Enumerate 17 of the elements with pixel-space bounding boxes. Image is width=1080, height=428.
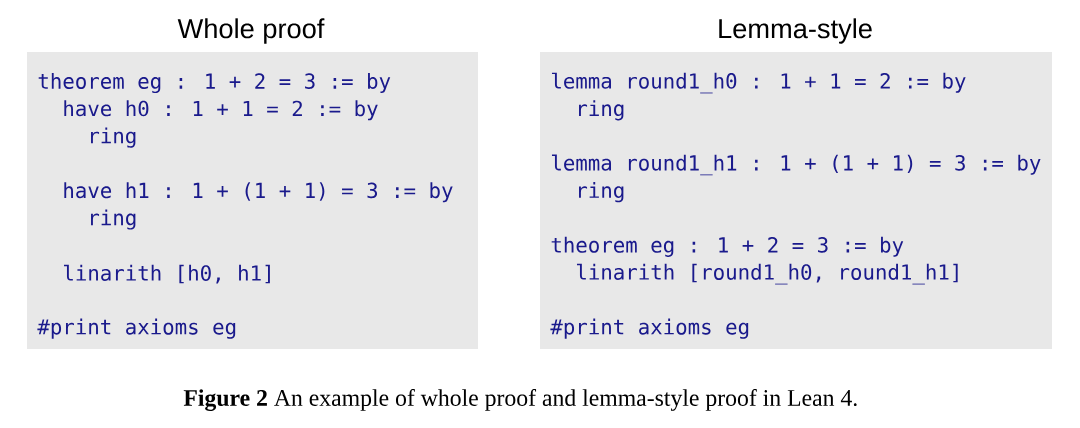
- code-line: ring: [91, 209, 136, 230]
- code-line: have h1 : 1 + (1 + 1) = 3 := by: [64, 182, 453, 203]
- panel-heading: Lemma-style: [719, 18, 872, 44]
- code-line: ring: [579, 182, 624, 203]
- code-line: theorem eg : 1 + 2 = 3 := by: [38, 72, 391, 94]
- code-line: theorem eg : 1 + 2 = 3 := by: [551, 236, 904, 257]
- code-line: #print axioms eg: [37, 318, 236, 339]
- code-line: ring: [579, 100, 624, 121]
- code-line: linarith [h0, h1]: [64, 264, 270, 284]
- code-line: lemma round1_h1 : 1 + (1 + 1) = 3 := by: [552, 154, 1041, 176]
- figure-caption: Figure 2 An example of whole proof and lemma-style proof in Lean 4.: [183, 389, 857, 411]
- code-line: have h0 : 1 + 1 = 2 := by: [64, 100, 378, 121]
- code-line: #print axioms eg: [550, 318, 749, 339]
- code-line: lemma round1_h0 : 1 + 1 = 2 := by: [552, 72, 966, 94]
- panel-heading: Whole proof: [177, 18, 325, 44]
- code-line: ring: [91, 127, 136, 148]
- code-line: linarith [round1_h0, round1_h1]: [577, 263, 958, 285]
